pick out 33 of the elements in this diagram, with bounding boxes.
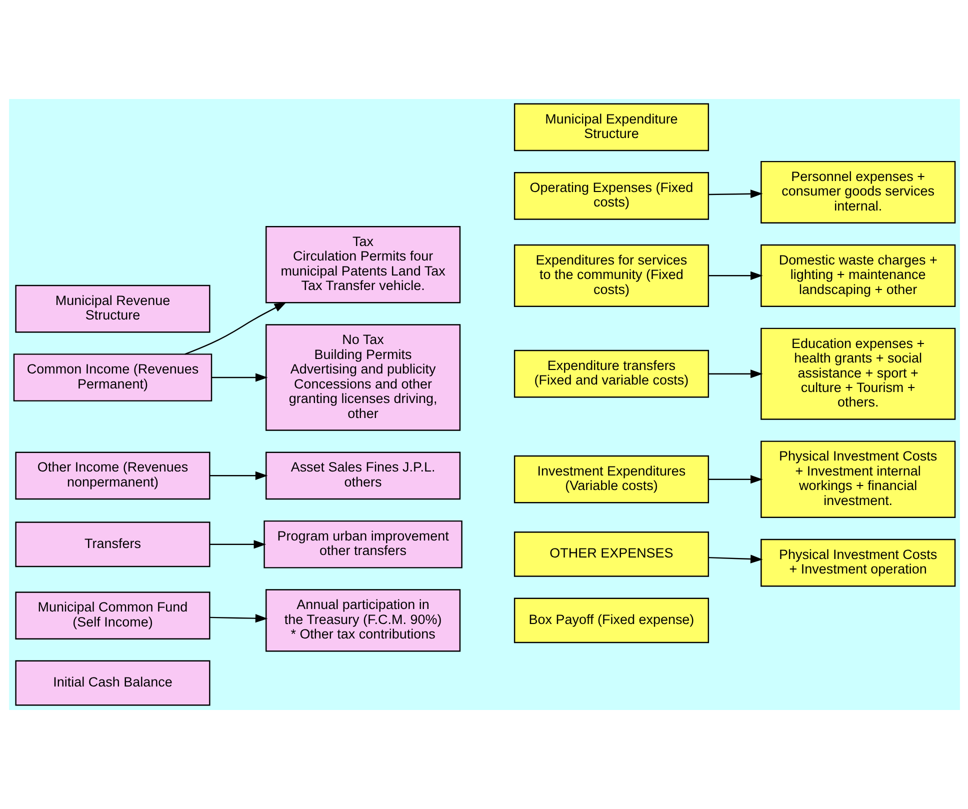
node-box: Municipal Revenue Structure (14, 284, 210, 333)
arrow (211, 373, 268, 382)
node-box: Investment Expenditures (Variable costs) (513, 455, 709, 504)
arrow (209, 614, 268, 623)
arrow (708, 370, 762, 378)
node-box: Annual participation in the Treasury (F.C.M. 90%) * Other tax contributions (265, 589, 460, 652)
arrow (708, 475, 762, 484)
arrow (209, 471, 268, 480)
node-box: OTHER EXPENSES (513, 531, 709, 577)
node-box: Tax Circulation Permits four municipal Patents Land Tax Tax Transfer vehicle. (265, 226, 460, 304)
arrow (184, 302, 286, 355)
node-box: Municipal Expenditure Structure (513, 103, 709, 152)
node-box: Expenditure transfers (Fixed and variable costs) (513, 350, 709, 398)
arrow (209, 540, 266, 549)
node-box: No Tax Building Permits Advertising and publicity Concessions and other granting licenses driving, other (265, 324, 460, 431)
node-box: Initial Cash Balance (14, 660, 210, 706)
node-box: Program urban improvement other transfers (263, 520, 462, 568)
node-box: Personnel expenses + consumer goods services internal. (760, 160, 956, 224)
node-box: Physical Investment Costs + Investment internal workings + financial investment. (760, 440, 956, 518)
node-box: Domestic waste charges + lighting + maintenance landscaping + other (760, 244, 956, 307)
node-box: Box Payoff (Fixed expense) (513, 598, 709, 644)
arrow (708, 190, 762, 198)
node-box: Physical Investment Costs + Investment operation (760, 538, 956, 587)
node-box: Operating Expenses (Fixed costs) (513, 172, 709, 220)
arrow (708, 554, 762, 564)
node-box: Municipal Common Fund (Self Income) (14, 592, 210, 640)
node-box: Asset Sales Fines J.P.L. others (265, 452, 460, 500)
arrow (708, 271, 762, 280)
node-box: Common Income (Revenues Permanent) (12, 354, 212, 402)
node-box: Expenditures for services to the community (Fixed costs) (513, 244, 709, 307)
node-box: Transfers (14, 522, 210, 568)
node-box: Education expenses + health grants + social assistance + sport + culture + Tourism + others. (760, 328, 956, 420)
node-box: Other Income (Revenues nonpermanent) (14, 452, 210, 500)
